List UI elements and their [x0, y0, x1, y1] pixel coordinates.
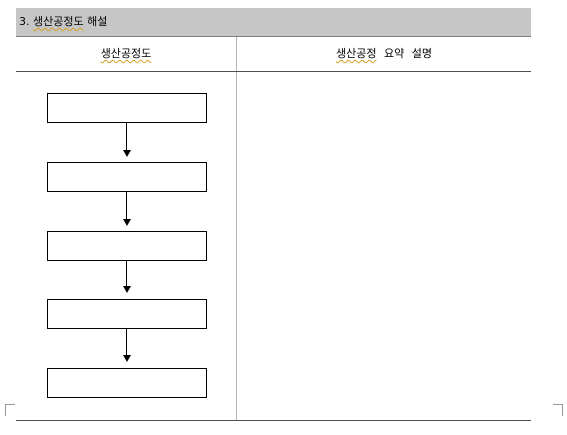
section-title-underlined: 생산공정도: [33, 15, 84, 28]
page-corner-mark-left: [5, 404, 6, 416]
section-heading-bar: 3. 생산공정도 해설: [16, 8, 531, 37]
arrow-down-icon: [123, 286, 131, 293]
flow-connector-3: [126, 261, 127, 286]
process-step-box-3[interactable]: [47, 231, 207, 261]
page-corner-mark-right: [562, 404, 563, 416]
section-title-rest: 해설: [87, 15, 108, 28]
process-step-box-4[interactable]: [47, 299, 207, 329]
page-corner-mark-left-h: [5, 404, 15, 405]
page-corner-mark-right-h: [553, 404, 563, 405]
flow-connector-1: [126, 123, 127, 151]
flow-connector-4: [126, 329, 127, 356]
arrow-down-icon: [123, 150, 131, 157]
column-header-summary-underlined: 생산공정: [336, 47, 377, 60]
process-step-box-1[interactable]: [47, 93, 207, 123]
process-table: 생산공정도 생산공정 요약 설명: [16, 37, 531, 421]
arrow-down-icon: [123, 219, 131, 226]
process-step-box-2[interactable]: [47, 162, 207, 192]
header-row-border: [16, 71, 531, 72]
flow-connector-2: [126, 192, 127, 220]
column-header-process-chart: 생산공정도: [16, 47, 236, 61]
process-step-box-5[interactable]: [47, 368, 207, 398]
column-header-summary: 생산공정 요약 설명: [237, 47, 531, 61]
section-number: 3.: [19, 15, 30, 28]
column-header-process-chart-label: 생산공정도: [100, 47, 152, 60]
arrow-down-icon: [123, 355, 131, 362]
table-bottom-border: [16, 420, 531, 421]
column-divider: [236, 37, 237, 421]
summary-description-cell[interactable]: [238, 73, 530, 419]
column-header-summary-rest: 요약 설명: [384, 47, 432, 60]
section-heading: 3. 생산공정도 해설: [19, 15, 107, 29]
